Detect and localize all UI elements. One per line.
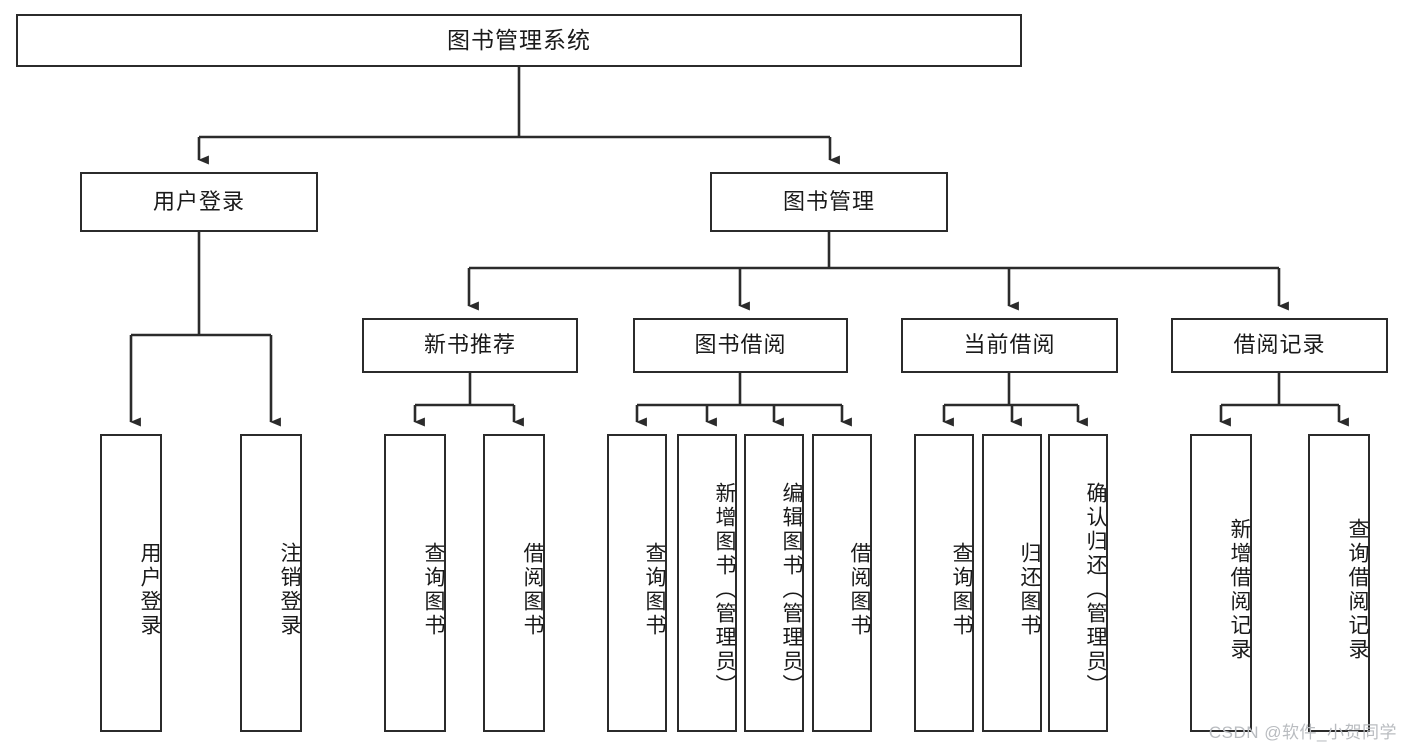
node-new-book-rec-label: 新书推荐 xyxy=(423,332,516,358)
csdn-watermark: CSDN @软件_小贺同学 xyxy=(1208,723,1397,742)
node-leaf-query-book-2-label: 查询图书 xyxy=(643,542,666,638)
node-leaf-add-book-label: 新增图书（管理员） xyxy=(713,482,736,698)
node-leaf-confirm-return[interactable]: 确认归还（管理员） xyxy=(1048,434,1108,732)
node-new-book-rec[interactable]: 新书推荐 xyxy=(362,318,578,373)
node-leaf-query-record-label: 查询借阅记录 xyxy=(1346,518,1369,662)
node-book-manage[interactable]: 图书管理 xyxy=(710,172,948,232)
node-leaf-query-book-3-label: 查询图书 xyxy=(950,542,973,638)
node-user-login-label: 用户登录 xyxy=(152,188,245,214)
node-leaf-confirm-return-label: 确认归还（管理员） xyxy=(1084,482,1107,698)
node-current-borrow[interactable]: 当前借阅 xyxy=(901,318,1118,373)
node-current-borrow-label: 当前借阅 xyxy=(963,332,1056,358)
node-borrow-record-label: 借阅记录 xyxy=(1233,332,1326,358)
node-leaf-query-record[interactable]: 查询借阅记录 xyxy=(1308,434,1370,732)
node-borrow-record[interactable]: 借阅记录 xyxy=(1171,318,1388,373)
node-leaf-user-logout[interactable]: 注销登录 xyxy=(240,434,302,732)
node-leaf-query-book-2[interactable]: 查询图书 xyxy=(607,434,667,732)
node-leaf-return-book-label: 归还图书 xyxy=(1018,542,1041,638)
node-book-borrow-label: 图书借阅 xyxy=(694,332,787,358)
node-leaf-add-book[interactable]: 新增图书（管理员） xyxy=(677,434,737,732)
node-leaf-query-book-3[interactable]: 查询图书 xyxy=(914,434,974,732)
node-leaf-edit-book[interactable]: 编辑图书（管理员） xyxy=(744,434,804,732)
node-leaf-return-book[interactable]: 归还图书 xyxy=(982,434,1042,732)
node-leaf-add-record[interactable]: 新增借阅记录 xyxy=(1190,434,1252,732)
node-leaf-borrow-book-2[interactable]: 借阅图书 xyxy=(812,434,872,732)
node-root-book-management-system[interactable]: 图书管理系统 xyxy=(16,14,1022,67)
node-leaf-user-login-label: 用户登录 xyxy=(138,542,161,638)
node-leaf-query-book-1-label: 查询图书 xyxy=(422,542,445,638)
node-root-label: 图书管理系统 xyxy=(447,26,591,53)
node-leaf-edit-book-label: 编辑图书（管理员） xyxy=(780,482,803,698)
node-book-manage-label: 图书管理 xyxy=(782,188,875,214)
node-leaf-user-login[interactable]: 用户登录 xyxy=(100,434,162,732)
node-leaf-borrow-book-1-label: 借阅图书 xyxy=(521,542,544,638)
node-leaf-add-record-label: 新增借阅记录 xyxy=(1228,518,1251,662)
node-user-login[interactable]: 用户登录 xyxy=(80,172,318,232)
node-book-borrow[interactable]: 图书借阅 xyxy=(633,318,848,373)
node-leaf-borrow-book-1[interactable]: 借阅图书 xyxy=(483,434,545,732)
node-leaf-user-logout-label: 注销登录 xyxy=(278,542,301,638)
node-leaf-query-book-1[interactable]: 查询图书 xyxy=(384,434,446,732)
node-leaf-borrow-book-2-label: 借阅图书 xyxy=(848,542,871,638)
